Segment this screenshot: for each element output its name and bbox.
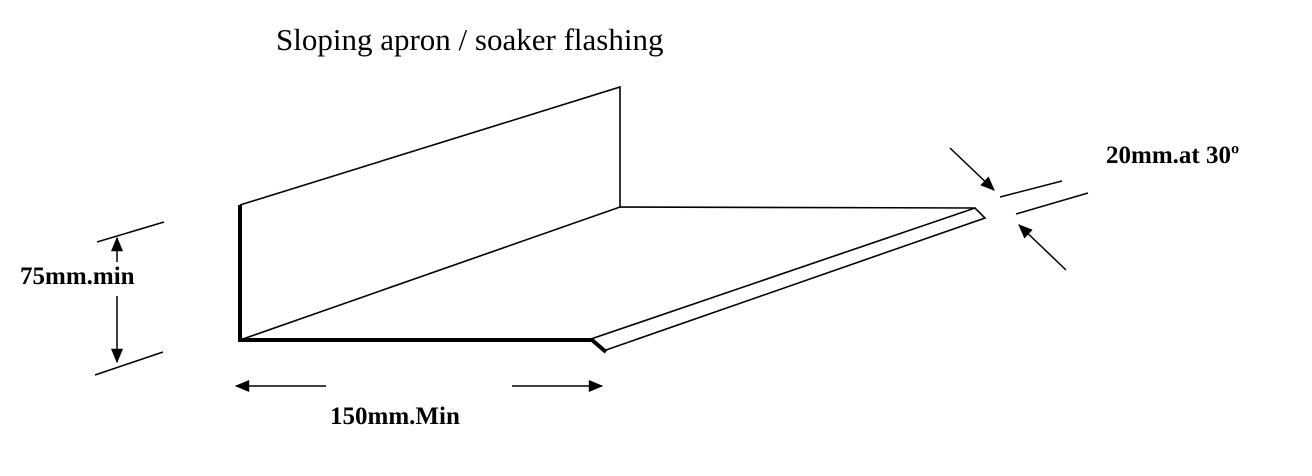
width-label: 150mm.Min — [330, 403, 460, 430]
kick-arrow-in-bottom — [1018, 224, 1067, 271]
kick-label: 20mm.at 30º — [1106, 142, 1239, 169]
flashing-profile — [238, 85, 987, 354]
kick-extension-lower — [1015, 192, 1089, 215]
height-extension-bottom — [94, 351, 164, 376]
width-dimension: 150mm.Min — [234, 380, 604, 430]
kick-dimension: 20mm.at 30º — [949, 142, 1239, 271]
height-label: 75mm.min — [20, 263, 135, 290]
kick-extension-upper — [999, 180, 1063, 198]
upstand-face — [239, 85, 621, 207]
kick-edge — [587, 207, 987, 351]
kick-arrow-in-top — [949, 147, 995, 191]
diagram-title: Sloping apron / soaker flashing — [276, 22, 663, 57]
profile-section-edge — [238, 205, 608, 354]
height-extension-top — [96, 221, 165, 243]
apron-base-face — [239, 206, 976, 341]
height-dimension: 75mm.min — [20, 221, 165, 376]
